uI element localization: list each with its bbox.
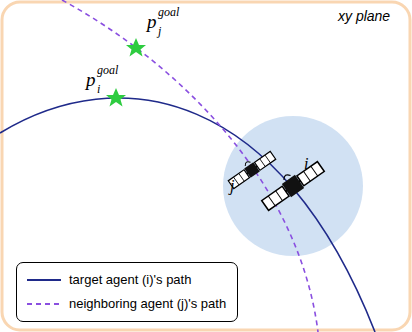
- plane-label: xy plane: [338, 9, 390, 23]
- plane-frame: [2, 2, 410, 330]
- math-subscript: j: [158, 25, 161, 37]
- math-subscript: i: [97, 83, 100, 95]
- legend-samples: [25, 263, 65, 323]
- agent-label: i: [304, 156, 308, 172]
- legend-line: [27, 279, 61, 281]
- legend-text: neighboring agent (j)'s path: [69, 297, 226, 310]
- legend-text: target agent (i)'s path: [69, 273, 191, 286]
- neighbor-path: [62, 0, 318, 332]
- target-path: [0, 98, 375, 332]
- legend-box: target agent (i)'s path neighboring agent…: [16, 262, 238, 322]
- math-superscript: goal: [158, 6, 179, 18]
- legend-line: [27, 303, 61, 305]
- math-symbol: p: [147, 12, 157, 31]
- goal-star: [126, 38, 146, 57]
- math-superscript: goal: [97, 64, 118, 76]
- goal-star: [106, 88, 126, 107]
- satellite-icon: [258, 156, 326, 212]
- sensing-region: [223, 116, 363, 256]
- math-symbol: p: [86, 70, 96, 89]
- agent-label: j: [230, 178, 234, 194]
